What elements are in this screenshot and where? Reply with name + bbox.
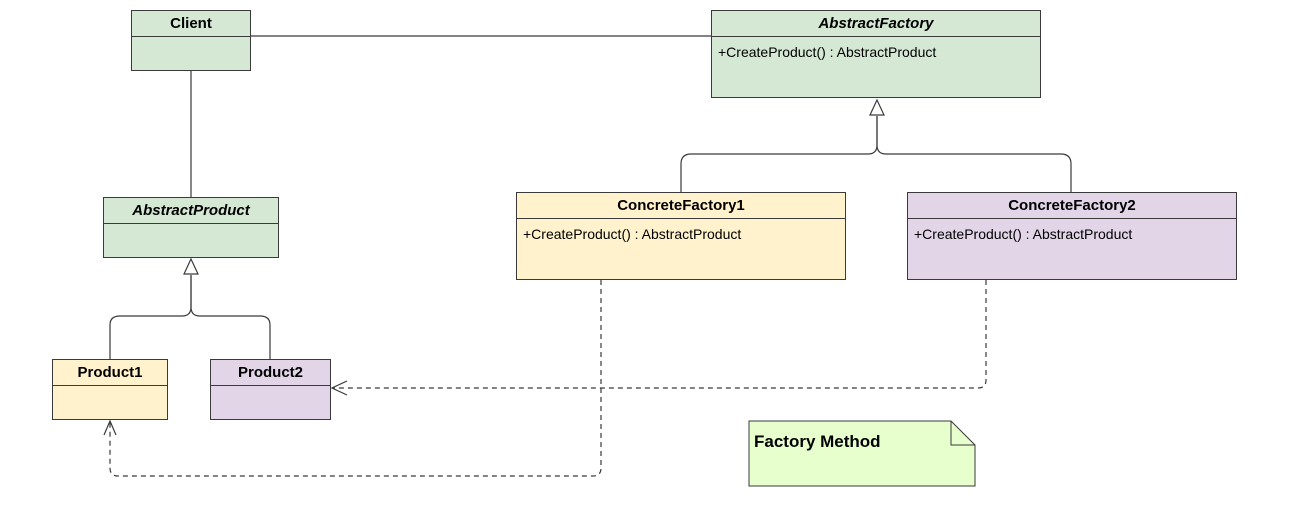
dependency-concretefactory1-product1 xyxy=(109,280,602,477)
class-concrete-factory-1[interactable]: ConcreteFactory1 +CreateProduct() : Abst… xyxy=(516,192,846,280)
class-concrete-factory-2[interactable]: ConcreteFactory2 +CreateProduct() : Abst… xyxy=(907,192,1237,280)
class-operation: +CreateProduct() : AbstractProduct xyxy=(718,44,937,60)
generalization-concretefactory2 xyxy=(876,116,1072,192)
class-name: ConcreteFactory2 xyxy=(908,193,1236,219)
class-name: AbstractFactory xyxy=(712,11,1040,37)
class-product-1[interactable]: Product1 xyxy=(52,359,168,420)
generalization-product2 xyxy=(190,275,271,359)
dependency-arrowhead-product2 xyxy=(330,380,348,396)
generalization-arrowhead-abstractfactory xyxy=(869,98,885,116)
class-product-2[interactable]: Product2 xyxy=(210,359,331,420)
dependency-concretefactory2-product2 xyxy=(332,280,987,389)
note-shape xyxy=(748,420,976,487)
class-client[interactable]: Client xyxy=(131,10,251,71)
generalization-arrowhead-abstractproduct xyxy=(183,257,199,275)
note-fold xyxy=(950,421,975,446)
class-name: Product1 xyxy=(53,360,167,386)
class-name: AbstractProduct xyxy=(104,198,278,224)
class-operation: +CreateProduct() : AbstractProduct xyxy=(523,226,742,242)
dependency-arrowhead-product1 xyxy=(103,419,117,436)
class-operation: +CreateProduct() : AbstractProduct xyxy=(914,226,1133,242)
note-text: Factory Method xyxy=(754,432,881,451)
class-name: Product2 xyxy=(211,360,330,386)
class-name: Client xyxy=(132,11,250,37)
generalization-product1 xyxy=(109,275,192,359)
generalization-concretefactory1 xyxy=(680,116,878,192)
class-abstract-factory[interactable]: AbstractFactory +CreateProduct() : Abstr… xyxy=(711,10,1041,98)
class-abstract-product[interactable]: AbstractProduct xyxy=(103,197,279,258)
class-name: ConcreteFactory1 xyxy=(517,193,845,219)
